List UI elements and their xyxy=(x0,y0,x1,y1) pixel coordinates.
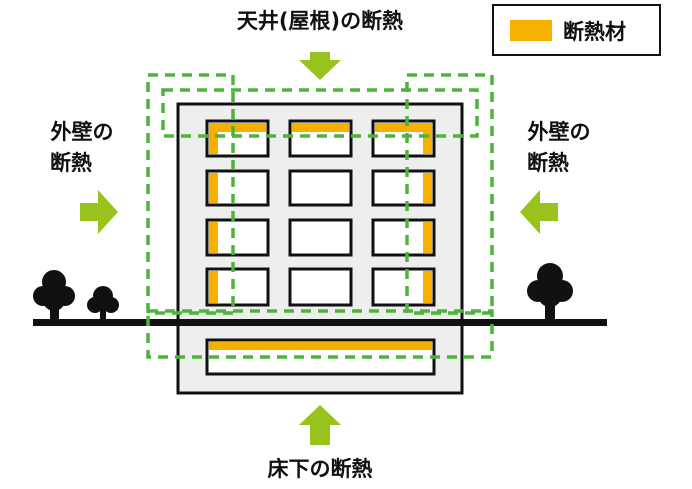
zone-wall-left xyxy=(146,73,235,315)
zone-roof xyxy=(161,88,479,138)
insulation-zones xyxy=(146,73,494,359)
ground-line xyxy=(33,319,607,326)
arrow-left-icon xyxy=(520,190,558,234)
legend-label: 断熱材 xyxy=(563,20,626,44)
wall-left-label-2: 断熱 xyxy=(50,151,92,175)
arrow-up-icon xyxy=(299,405,341,445)
wall-right-label-2: 断熱 xyxy=(527,151,569,175)
arrow-down-icon xyxy=(299,52,341,80)
legend: 断熱材 xyxy=(492,4,661,56)
tree-icon xyxy=(33,270,75,320)
tree-icon xyxy=(87,286,119,320)
zone-floor xyxy=(146,309,494,359)
roof-label: 天井(屋根)の断熱 xyxy=(237,9,403,33)
floor-label: 床下の断熱 xyxy=(268,457,373,481)
window xyxy=(288,267,353,307)
zone-wall-right xyxy=(405,73,494,315)
window xyxy=(288,218,353,257)
legend-swatch xyxy=(510,20,552,41)
wall-right-label-1: 外壁の xyxy=(528,120,591,144)
window xyxy=(288,169,353,207)
arrow-right-icon xyxy=(80,190,118,234)
insulation xyxy=(209,123,432,350)
wall-left-label-1: 外壁の xyxy=(51,120,114,144)
tree-icon xyxy=(527,263,573,320)
